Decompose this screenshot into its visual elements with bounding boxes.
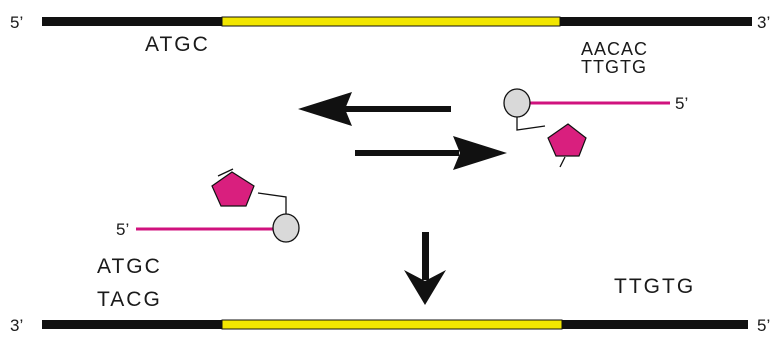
pentagon-icon — [211, 171, 255, 207]
bead-icon — [503, 88, 531, 118]
top-strand-yellow-segment — [221, 16, 561, 27]
left-arrow-icon — [298, 92, 451, 126]
bottom-strand-yellow-segment — [221, 319, 563, 330]
top-right-sequence-1: AACAC — [581, 39, 648, 59]
top-right-sequence-2: TTGTG — [581, 57, 647, 77]
bead-icon — [272, 213, 300, 243]
probe-left — [136, 168, 300, 243]
top-strand — [42, 16, 752, 27]
top-right-end-label: 3’ — [757, 13, 770, 32]
right-sequence: TTGTG — [614, 275, 695, 298]
bottom-right-end-label: 5’ — [757, 316, 770, 335]
right-arrow-icon — [355, 136, 507, 170]
probe-right-linker — [516, 116, 546, 131]
probe-left-end-label: 5’ — [116, 220, 129, 239]
left-pair-line-1: ATGC — [97, 255, 162, 278]
probe-right — [503, 88, 670, 168]
top-left-sequence: ATGC — [145, 33, 210, 56]
bottom-strand — [42, 319, 748, 330]
bottom-left-end-label: 3’ — [10, 316, 23, 335]
left-pair-line-2: TACG — [97, 288, 162, 311]
down-arrow-icon — [404, 232, 446, 305]
probe-left-tail — [217, 168, 234, 177]
probe-right-end-label: 5’ — [675, 94, 688, 113]
top-left-end-label: 5’ — [10, 13, 23, 32]
probe-right-tail — [559, 156, 566, 168]
probe-left-linker — [257, 192, 287, 215]
pentagon-icon — [547, 123, 587, 157]
